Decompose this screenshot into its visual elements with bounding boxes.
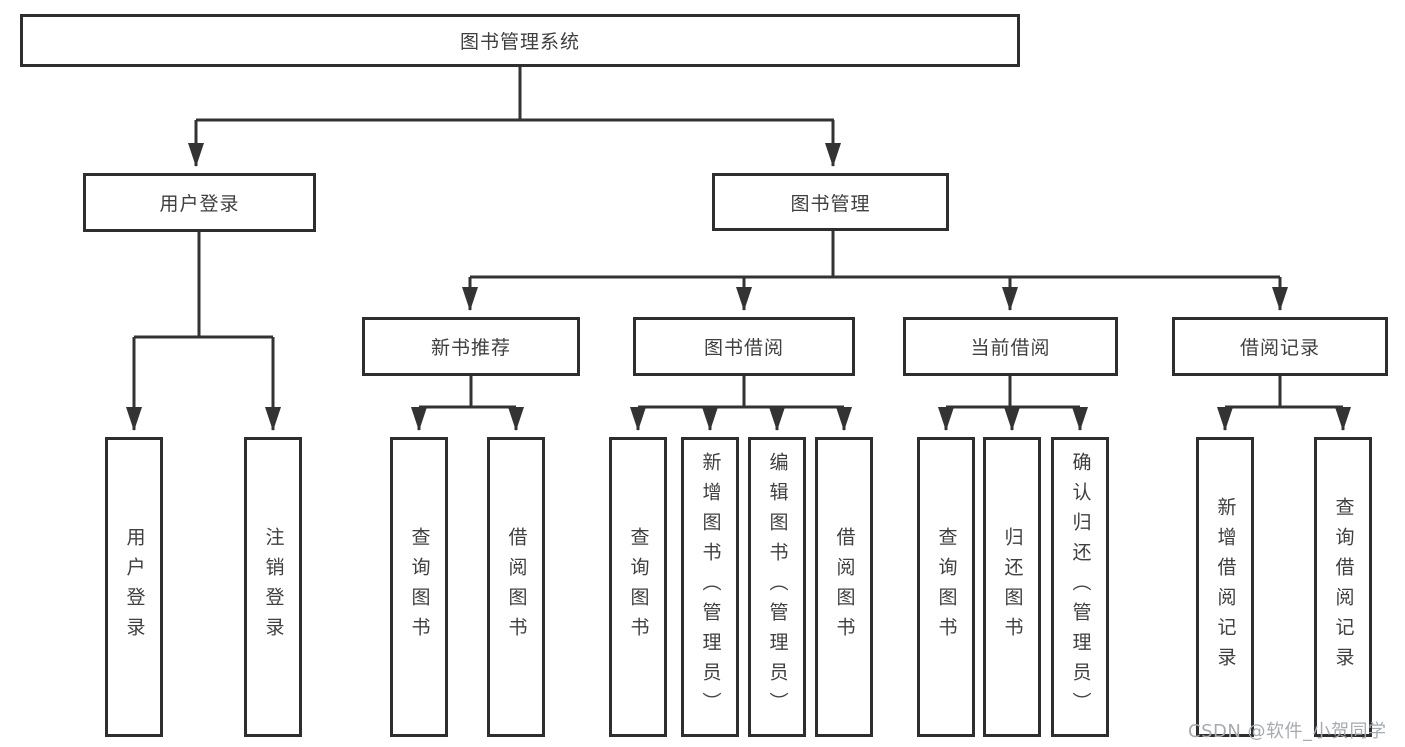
node-leaf-add-books-admin: 新增图书（管理员） xyxy=(681,437,739,737)
node-leaf-query-borrow-record: 查询借阅记录 xyxy=(1314,437,1372,737)
node-label: 用户登录 xyxy=(159,193,240,215)
node-leaf-query-books: 查询图书 xyxy=(390,437,448,737)
node-leaf-edit-books-admin: 编辑图书（管理员） xyxy=(748,437,806,737)
node-leaf-query-books: 查询图书 xyxy=(609,437,667,737)
node-label: 新增借阅记录 xyxy=(1214,497,1237,677)
node-leaf-logout: 注销登录 xyxy=(244,437,302,737)
node-label: 查询图书 xyxy=(935,527,958,647)
node-leaf-borrow-books: 借阅图书 xyxy=(815,437,873,737)
node-book-management-system: 图书管理系统 xyxy=(20,14,1020,67)
node-new-book-recommendation: 新书推荐 xyxy=(362,317,580,376)
node-label: 查询图书 xyxy=(408,527,431,647)
node-label: 查询图书 xyxy=(627,527,650,647)
node-user-login-branch: 用户登录 xyxy=(83,173,316,232)
node-label: 图书管理 xyxy=(790,192,871,215)
node-book-management-branch: 图书管理 xyxy=(712,173,949,231)
node-book-borrowing: 图书借阅 xyxy=(633,317,855,376)
node-label: 确认归还（管理员） xyxy=(1069,452,1092,722)
node-leaf-add-borrow-record: 新增借阅记录 xyxy=(1196,437,1254,737)
node-label: 注销登录 xyxy=(262,527,285,647)
node-label: 用户登录 xyxy=(123,527,146,647)
node-label: 当前借阅 xyxy=(970,337,1051,359)
node-label: 图书借阅 xyxy=(703,337,784,359)
node-label: 图书管理系统 xyxy=(459,31,580,53)
node-current-borrowing: 当前借阅 xyxy=(903,317,1118,376)
node-label: 借阅图书 xyxy=(505,527,528,647)
node-label: 查询借阅记录 xyxy=(1332,497,1355,677)
node-label: 新增图书（管理员） xyxy=(699,452,722,722)
node-label: 新书推荐 xyxy=(430,337,511,359)
node-label: 编辑图书（管理员） xyxy=(766,452,789,722)
node-label: 借阅记录 xyxy=(1239,337,1320,359)
node-leaf-query-books: 查询图书 xyxy=(917,437,975,737)
node-leaf-return-books: 归还图书 xyxy=(983,437,1041,737)
node-borrowing-records: 借阅记录 xyxy=(1172,317,1388,376)
node-label: 借阅图书 xyxy=(833,527,856,647)
node-label: 归还图书 xyxy=(1001,527,1024,647)
node-leaf-borrow-books: 借阅图书 xyxy=(487,437,545,737)
node-leaf-confirm-return-admin: 确认归还（管理员） xyxy=(1051,437,1109,737)
csdn-watermark: CSDN @软件_小贺同学 xyxy=(1188,721,1387,742)
node-leaf-user-login: 用户登录 xyxy=(105,437,163,737)
